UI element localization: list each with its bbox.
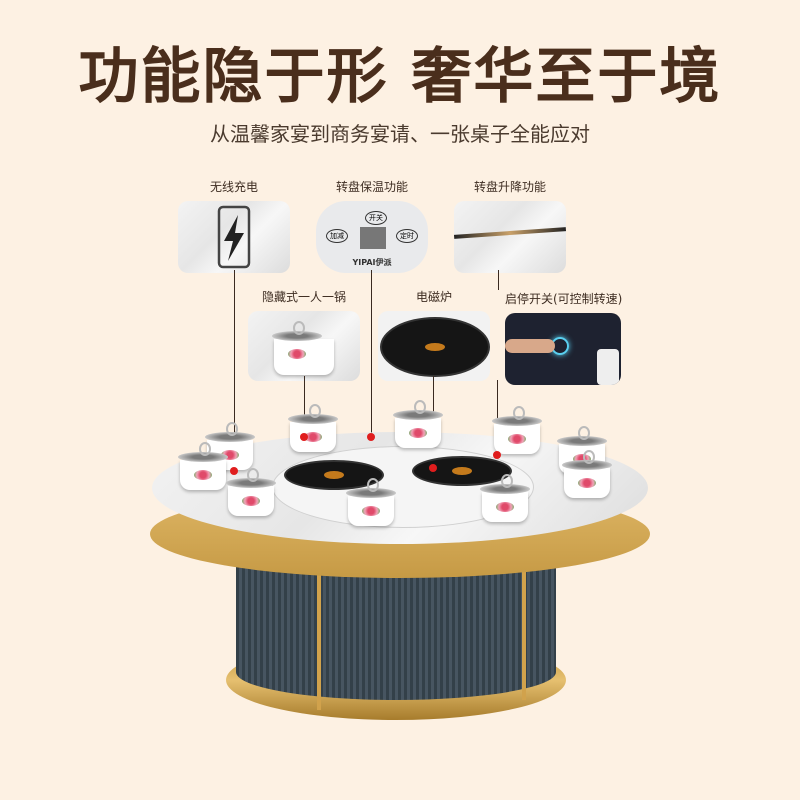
connector-line [304,376,305,426]
marker-dot [493,451,501,459]
lightning-battery-icon [217,205,251,269]
feature-lift-turntable: 转盘升降功能 [454,178,566,273]
feature-label: 转盘升降功能 [473,180,546,194]
panel-timer-button: 定时 [396,229,418,243]
pot-icon [248,311,360,381]
hot-pot [288,404,338,452]
cabinet-gold-strip [522,570,526,700]
feature-turntable-heating: 转盘保温功能 开关 加减 定时 YIPAI伊派 [316,178,428,273]
feature-label: 隐藏式一人一锅 [261,290,346,304]
marker-dot [367,433,375,441]
lift-turntable-icon [454,201,566,273]
connector-line [234,270,235,470]
marker-dot [300,433,308,441]
feature-image [178,201,290,273]
connector-line [498,270,499,290]
feature-induction-cooker: 电磁炉 [378,288,490,381]
connector-line [371,270,372,434]
hot-pot [562,450,612,498]
induction-cooker-icon [378,311,490,381]
hot-pot [393,400,443,448]
control-panel-icon: 开关 加减 定时 YIPAI伊派 [316,201,428,273]
marker-dot [429,464,437,472]
hot-pot [178,442,228,490]
panel-display [360,227,386,249]
feature-wireless-charging: 无线充电 [178,178,290,273]
induction-hob [412,456,512,486]
feature-label: 启停开关(可控制转速) [505,292,623,306]
panel-add-button: 加减 [326,229,348,243]
marker-dot [230,467,238,475]
feature-hidden-pot: 隐藏式一人一锅 [248,288,360,381]
hot-pot [346,478,396,526]
feature-label: 转盘保温功能 [335,180,408,194]
feature-label: 无线充电 [209,180,258,194]
page-subtitle: 从温馨家宴到商务宴请、一张桌子全能应对 [210,122,590,146]
page-title: 功能隐于形 奢华至于境 [78,42,722,112]
hot-pot [480,474,530,522]
hot-pot [492,406,542,454]
hot-pot [226,468,276,516]
feature-start-stop-switch: 启停开关(可控制转速) [505,290,623,385]
induction-hob [284,460,384,490]
table-cabinet [236,560,556,700]
panel-power-button: 开关 [365,211,387,225]
switch-button-icon [505,313,621,385]
cabinet-gold-strip [317,570,321,710]
panel-brand: YIPAI伊派 [352,258,392,267]
feature-label: 电磁炉 [415,290,452,304]
